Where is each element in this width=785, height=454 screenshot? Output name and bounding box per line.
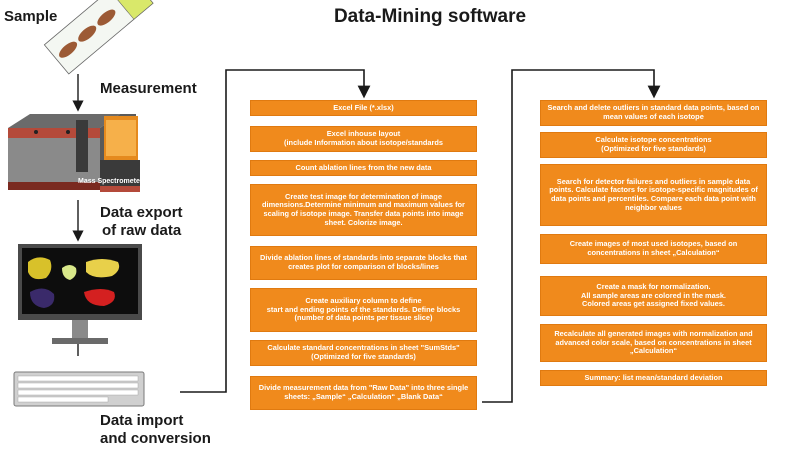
col2-step-7: Summary: list mean/standard deviation xyxy=(540,370,767,386)
col1-step-7: Calculate standard concentrations in she… xyxy=(250,340,477,366)
sample-slide-illustration xyxy=(43,0,154,75)
stage-data-export-line2: of raw data xyxy=(102,222,182,239)
col2-step-6: Recalculate all generated images with no… xyxy=(540,324,767,362)
col1-step-4: Create test image for determination of i… xyxy=(250,184,477,236)
stage-data-import-label: Data import and conversion xyxy=(100,412,211,448)
stage-data-import-line2: and conversion xyxy=(100,430,211,447)
col1-step-5: Divide ablation lines of standards into … xyxy=(250,246,477,280)
monitor-illustration xyxy=(18,244,142,344)
col2-step-1: Search and delete outliers in standard d… xyxy=(540,100,767,126)
diagram-title: Data-Mining software xyxy=(333,6,527,27)
col2-step-3: Search for detector failures and outlier… xyxy=(540,164,767,226)
stage-sample-label: Sample xyxy=(4,8,58,25)
col2-step-4: Create images of most used isotopes, bas… xyxy=(540,234,767,264)
mass-spectrometer-illustration xyxy=(8,114,140,192)
col2-step-2: Calculate isotope concentrations (Optimi… xyxy=(540,132,767,158)
col2-step-5: Create a mask for normalization. All sam… xyxy=(540,276,767,316)
stage-data-export-line1: Data export xyxy=(100,204,183,221)
keyboard-illustration xyxy=(13,371,145,407)
instrument-label: Mass Spectrometer xyxy=(78,178,143,185)
stage-data-export-label: Data export of raw data xyxy=(100,204,183,240)
connector-to-column1 xyxy=(180,69,371,393)
col1-step-8: Divide measurement data from "Raw Data" … xyxy=(250,376,477,410)
col1-step-3: Count ablation lines from the new data xyxy=(250,160,477,176)
stage-data-import-line1: Data import xyxy=(100,412,184,429)
col1-step-2: Excel inhouse layout (include Informatio… xyxy=(250,126,477,152)
connector-to-column2 xyxy=(482,69,661,403)
col1-step-6: Create auxiliary column to define start … xyxy=(250,288,477,332)
stage-measurement-label: Measurement xyxy=(100,80,197,97)
col1-step-1: Excel File (*.xlsx) xyxy=(250,100,477,116)
